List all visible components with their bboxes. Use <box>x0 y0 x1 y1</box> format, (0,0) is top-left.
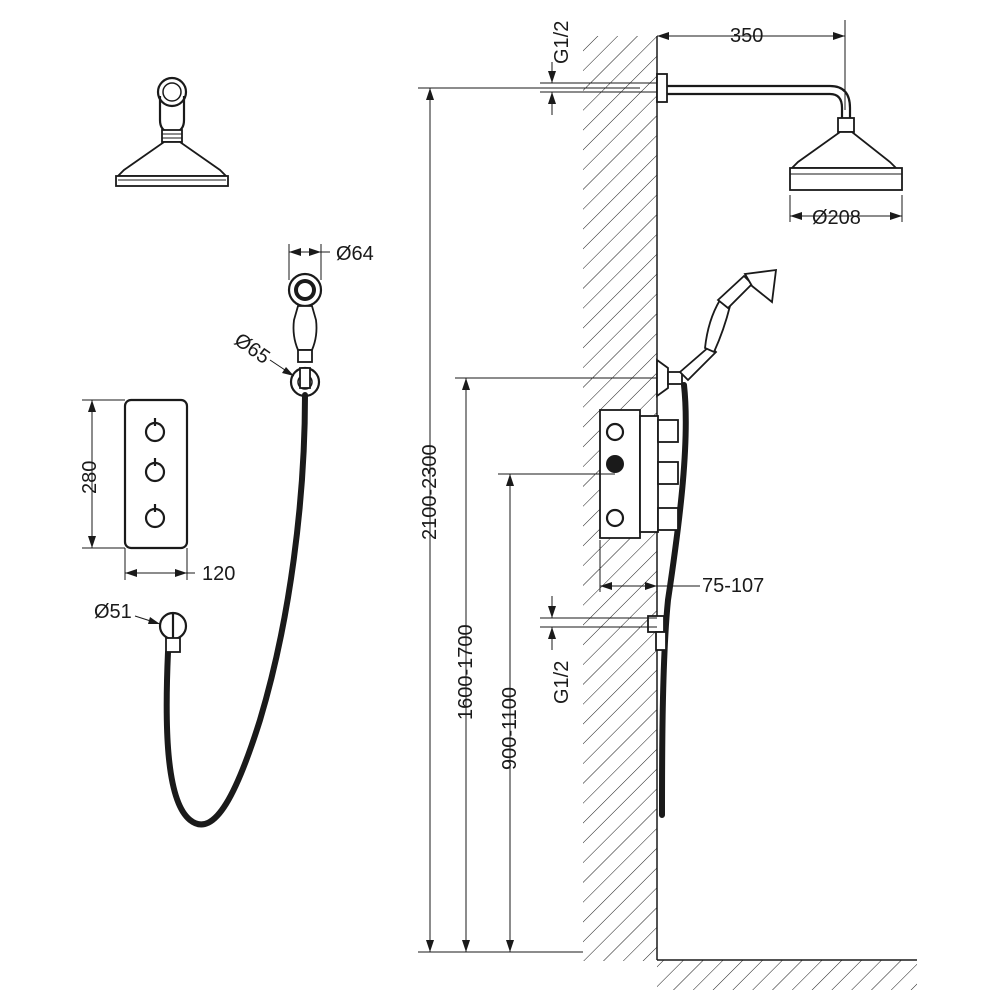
side-shower-head <box>656 73 903 191</box>
hand-shower-icon <box>163 272 323 828</box>
dim-panel-width: 120 <box>202 563 235 585</box>
dim-arm-length: 350 <box>730 25 763 47</box>
dimension-lines <box>82 20 903 953</box>
dim-depth: 75-107 <box>702 575 764 597</box>
thermostat-panel-icon <box>123 398 189 550</box>
dim-panel-height: 280 <box>79 461 101 494</box>
dim-head-height: 2100-2300 <box>419 444 441 540</box>
dim-thread-top: G1/2 <box>551 21 573 64</box>
dim-holder-diameter: Ø65 <box>230 329 274 369</box>
dim-valve-height: 900-1100 <box>499 687 521 770</box>
dim-handset-diameter: Ø64 <box>336 243 374 265</box>
dim-outlet-diameter: Ø51 <box>94 601 132 623</box>
wall-outlet-icon <box>158 611 188 653</box>
dim-thread-bottom: G1/2 <box>551 661 573 704</box>
shower-head-icon <box>115 76 229 187</box>
dim-head-diameter: Ø208 <box>812 207 861 229</box>
side-lower-outlet <box>647 615 667 651</box>
dim-holder-height: 1600-1700 <box>455 624 477 720</box>
side-hand-shower <box>656 268 778 818</box>
